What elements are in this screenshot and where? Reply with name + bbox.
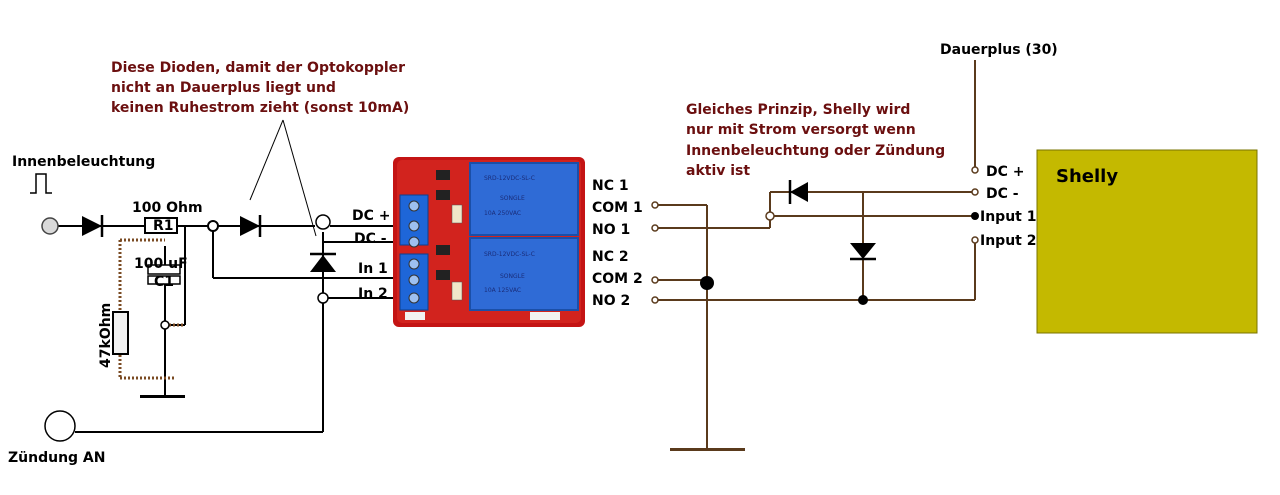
diode-2 [240, 215, 262, 237]
resistor-47k [112, 311, 129, 355]
diode-4 [788, 180, 808, 204]
relay-2 [469, 237, 579, 311]
relay-1-rating: 10A 250VAC [484, 210, 521, 217]
shelly-dc-plus-label: DC + [986, 164, 1025, 180]
note-left-pointers [249, 119, 317, 237]
label-dc-minus: DC - [354, 231, 387, 247]
label-com1: COM 1 [592, 200, 643, 216]
innenbeleuchtung-label: Innenbeleuchtung [12, 154, 155, 170]
right-ground-symbol [670, 448, 745, 451]
zuendung-terminal [44, 410, 76, 442]
shelly-dc-minus-label: DC - [986, 186, 1019, 202]
relay-1-model: SRD-12VDC-SL-C [484, 175, 535, 182]
junction-node [207, 220, 219, 232]
relay-2-brand: SONGLE [500, 273, 525, 280]
shelly-label: Shelly [1056, 166, 1118, 187]
capacitor-c1 [147, 264, 181, 285]
note-left: Diese Dioden, damit der Optokoppler nich… [111, 60, 409, 116]
com-junction [700, 276, 714, 290]
zuendung-label: Zündung AN [8, 450, 106, 466]
note-left-line-2: nicht an Dauerplus liegt und [111, 80, 336, 96]
shelly-box [1036, 149, 1258, 334]
note-right-line-1: Gleiches Prinzip, Shelly wird [686, 102, 910, 118]
relay-2-rating: 10A 125VAC [484, 287, 521, 294]
label-in1: In 1 [358, 261, 388, 277]
ground-symbol [140, 395, 185, 398]
note-left-line-3: keinen Ruhestrom zieht (sonst 10mA) [111, 100, 409, 116]
r1-value-label: 100 Ohm [132, 200, 203, 216]
input1-dot [971, 212, 979, 220]
relay-1 [469, 162, 579, 236]
dauerplus-label: Dauerplus (30) [940, 42, 1058, 58]
right-wiring [655, 60, 976, 451]
relay-module: SONGLE SRD-12VDC-SL-C 10A 250VAC SONGLE … [393, 157, 585, 327]
input-terminal [41, 217, 59, 235]
label-nc2: NC 2 [592, 249, 629, 265]
r2-value-label: 47kOhm [98, 303, 114, 368]
hatched-wires [118, 238, 185, 380]
shelly-input1-label: Input 1 [980, 209, 1036, 225]
label-com2: COM 2 [592, 271, 643, 287]
pulse-icon [30, 173, 52, 194]
resistor-r1 [144, 217, 178, 234]
diode-3 [310, 252, 336, 272]
label-no1: NO 1 [592, 222, 630, 238]
label-in2: In 2 [358, 286, 388, 302]
diode-1 [82, 215, 104, 237]
note-right-line-4: aktiv ist [686, 163, 750, 179]
c1-value-label: 100 uF [134, 256, 188, 272]
shelly-input2-label: Input 2 [980, 233, 1036, 249]
note-left-line-1: Diese Dioden, damit der Optokoppler [111, 60, 405, 76]
in2-node [317, 292, 329, 304]
r1-name-label: R1 [153, 218, 174, 234]
relay-2-model: SRD-12VDC-SL-C [484, 251, 535, 258]
dcplus-node [315, 214, 331, 230]
label-no2: NO 2 [592, 293, 630, 309]
c1-name-label: C1 [154, 274, 174, 290]
note-right: Gleiches Prinzip, Shelly wird nur mit St… [686, 102, 945, 179]
diode-5 [850, 243, 876, 261]
relay-1-brand: SONGLE [500, 195, 525, 202]
cap-node [160, 320, 170, 330]
no2-junction [858, 295, 868, 305]
note-right-line-3: Innenbeleuchtung oder Zündung [686, 143, 945, 159]
right-nodes [651, 166, 979, 304]
label-nc1: NC 1 [592, 178, 629, 194]
note-right-line-2: nur mit Strom versorgt wenn [686, 122, 916, 138]
label-dc-plus: DC + [352, 208, 391, 224]
